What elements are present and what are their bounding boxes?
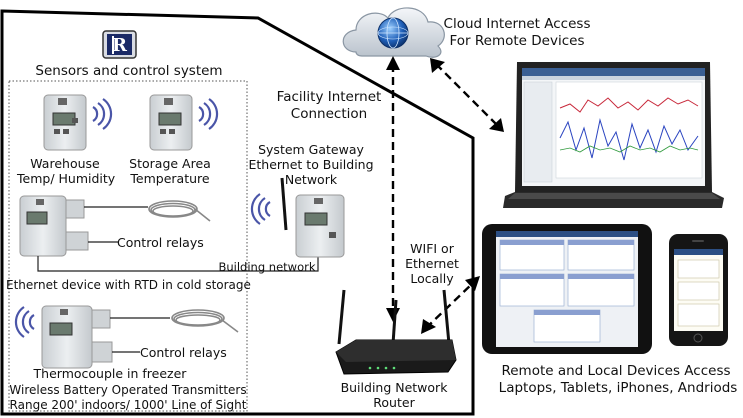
sensors-title: Sensors and control system — [35, 63, 223, 79]
wireless-transmitters-label: Wireless Battery Operated Transmitters — [9, 383, 247, 397]
cloud-access-label: Cloud Internet Access For Remote Devices — [443, 16, 591, 49]
facility-internet-label: Facility Internet Connection — [276, 89, 382, 122]
cloud-laptop-line — [435, 63, 499, 127]
gateway-device — [280, 177, 345, 258]
temperature-probe-icon — [171, 309, 239, 333]
rtd-ethernet-device — [19, 195, 89, 257]
svg-text:R: R — [112, 35, 128, 56]
router-label: Building Network Router — [340, 380, 448, 410]
company-logo-icon: R — [102, 30, 137, 59]
wifi-signal-icon — [250, 193, 271, 225]
control-relays-label-2: Control relays — [140, 345, 227, 360]
remote-local-label: Remote and Local Devices Access — [501, 363, 731, 379]
building-network-label: Building network — [218, 260, 316, 274]
building-network-line — [37, 256, 319, 272]
storage-label: Storage Area Temperature — [129, 156, 211, 186]
warehouse-label: Warehouse Temp/ Humidity — [17, 156, 116, 186]
wireless-range-label: Range 200' indoors/ 1000' Line of Sight — [9, 398, 247, 412]
warehouse-sensor — [43, 94, 87, 151]
phone-icon — [669, 234, 728, 346]
sensors-box — [8, 80, 248, 412]
router-tablet-line — [425, 281, 475, 329]
control-relays-label-1: Control relays — [117, 235, 204, 250]
building-outline — [0, 9, 475, 416]
rtd-device-label: Ethernet device with RTD in cold storage — [6, 278, 251, 292]
thermocouple-device — [41, 305, 113, 369]
tablet-icon — [482, 224, 652, 354]
wifi-signal-icon — [92, 98, 113, 130]
laptop-icon — [503, 62, 724, 208]
remote-local-devices-label: Laptops, Tablets, iPhones, Andriods — [498, 380, 738, 396]
router-icon — [335, 289, 457, 375]
temperature-probe-icon — [148, 200, 211, 222]
wifi-signal-icon — [198, 98, 219, 130]
globe-icon — [377, 17, 409, 49]
thermocouple-label: Thermocouple in freezer — [33, 366, 187, 381]
gateway-label: System Gateway Ethernet to Building Netw… — [248, 142, 374, 187]
storage-sensor — [149, 94, 193, 151]
wifi-ethernet-label: WIFI or Ethernet Locally — [405, 241, 459, 286]
wifi-signal-icon — [14, 306, 35, 338]
